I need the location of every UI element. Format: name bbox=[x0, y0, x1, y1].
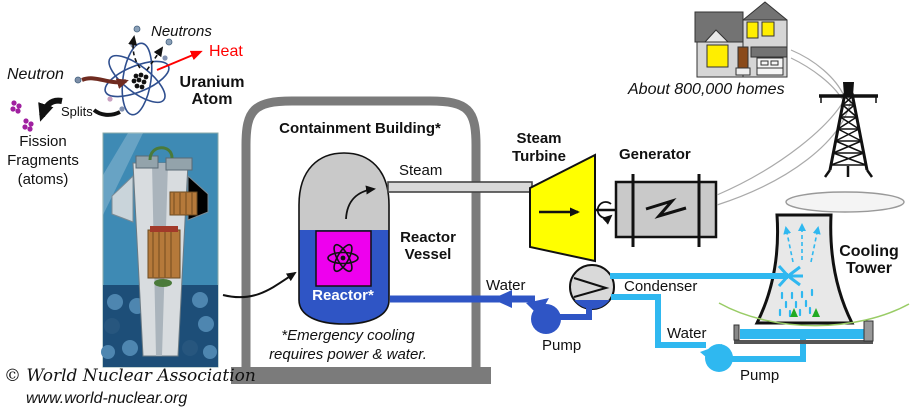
neutron-label: Neutron bbox=[7, 66, 64, 83]
emergency-note: *Emergency cooling requires power & wate… bbox=[269, 327, 427, 363]
cooling-tower-label: Cooling Tower bbox=[839, 243, 899, 277]
electricity-bolt-icon bbox=[645, 198, 687, 219]
steam-turbine bbox=[529, 153, 596, 263]
garage-door bbox=[756, 57, 784, 76]
uranium-atom-illustration bbox=[10, 25, 203, 132]
released-neutrons bbox=[133, 25, 173, 46]
generator bbox=[614, 174, 718, 247]
cooling-tower bbox=[754, 191, 905, 325]
water-flow-arrowhead bbox=[492, 290, 512, 308]
spray-nozzle bbox=[777, 264, 803, 288]
cooling-tower-pump bbox=[700, 344, 733, 372]
primary-pump bbox=[531, 304, 561, 334]
steam-flow-arrow bbox=[345, 185, 376, 220]
primary-water-loop bbox=[390, 290, 592, 334]
incoming-neutron-arrow bbox=[81, 76, 129, 89]
fuel-assembly-image bbox=[101, 132, 219, 368]
containment-building bbox=[231, 96, 491, 384]
transmission-tower-icon bbox=[819, 82, 878, 178]
reactor-vessel bbox=[298, 152, 390, 325]
air-intake-arrows bbox=[790, 308, 820, 317]
splits-swoosh bbox=[92, 108, 121, 117]
credit-url: www.world-nuclear.org bbox=[26, 390, 188, 407]
pump-to-basin-pipe bbox=[731, 336, 806, 362]
condenser-label: Condenser bbox=[624, 278, 698, 295]
neutrons-label: Neutrons bbox=[151, 23, 212, 40]
power-lines bbox=[716, 49, 852, 206]
vapor-arrows bbox=[783, 223, 821, 263]
water-primary-label: Water bbox=[486, 277, 526, 294]
heat-arrow bbox=[156, 50, 203, 71]
rotation-icon bbox=[596, 201, 613, 225]
neutron-emission-arrow bbox=[146, 46, 164, 71]
heat-label: Heat bbox=[209, 43, 243, 60]
condenser-to-pump-pipe bbox=[611, 294, 706, 348]
ground-curve bbox=[718, 302, 910, 327]
atom-icon bbox=[327, 243, 359, 273]
reactor-label: Reactor* bbox=[312, 287, 374, 304]
containment-building-label: Containment Building* bbox=[279, 120, 441, 137]
generator-label: Generator bbox=[619, 146, 691, 163]
pump-secondary-label: Pump bbox=[740, 367, 780, 384]
splits-label: Splits bbox=[61, 104, 93, 119]
splits-arrow bbox=[38, 97, 63, 122]
steam-pipe bbox=[387, 181, 533, 193]
steam-turbine-label: Steam Turbine bbox=[512, 130, 566, 165]
window bbox=[761, 21, 775, 37]
fission-fragments-label: Fission Fragments (atoms) bbox=[7, 133, 79, 188]
window bbox=[706, 44, 729, 68]
pump-primary-label: Pump bbox=[542, 337, 582, 354]
tower-basin bbox=[733, 320, 874, 344]
spray-droplets bbox=[778, 288, 814, 318]
containment-base bbox=[231, 367, 491, 384]
water-secondary-label: Water bbox=[667, 325, 707, 342]
door bbox=[737, 46, 749, 69]
vapor-cloud bbox=[785, 191, 905, 213]
neutron-emission-arrow bbox=[128, 35, 141, 69]
incoming-neutron-dot bbox=[74, 76, 82, 84]
house-icon bbox=[694, 1, 788, 78]
window bbox=[746, 21, 759, 39]
steam-label: Steam bbox=[399, 162, 443, 179]
fission-fragment-dots bbox=[10, 100, 34, 132]
nucleus bbox=[131, 72, 149, 90]
reactor-vessel-label: Reactor Vessel bbox=[400, 229, 456, 263]
credit-line: © World Nuclear Association bbox=[4, 366, 256, 386]
homes-label: About 800,000 homes bbox=[628, 81, 785, 98]
fuel-to-reactor-arrow bbox=[222, 271, 297, 299]
uranium-atom-label: Uranium Atom bbox=[179, 74, 245, 108]
